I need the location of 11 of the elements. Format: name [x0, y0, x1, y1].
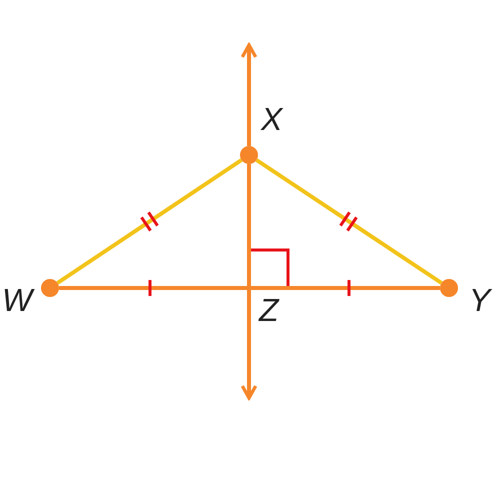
line-segment [56, 158, 243, 285]
point-label: X [261, 103, 282, 135]
line-segment [247, 164, 251, 288]
arrow [240, 288, 258, 400]
point-label: Y [469, 284, 490, 316]
line-segment [255, 158, 443, 285]
line-segment [59, 286, 249, 290]
point-label: W [2, 284, 32, 316]
point-label: Z [259, 294, 279, 326]
arrow [240, 43, 258, 146]
line-segment [249, 286, 440, 290]
